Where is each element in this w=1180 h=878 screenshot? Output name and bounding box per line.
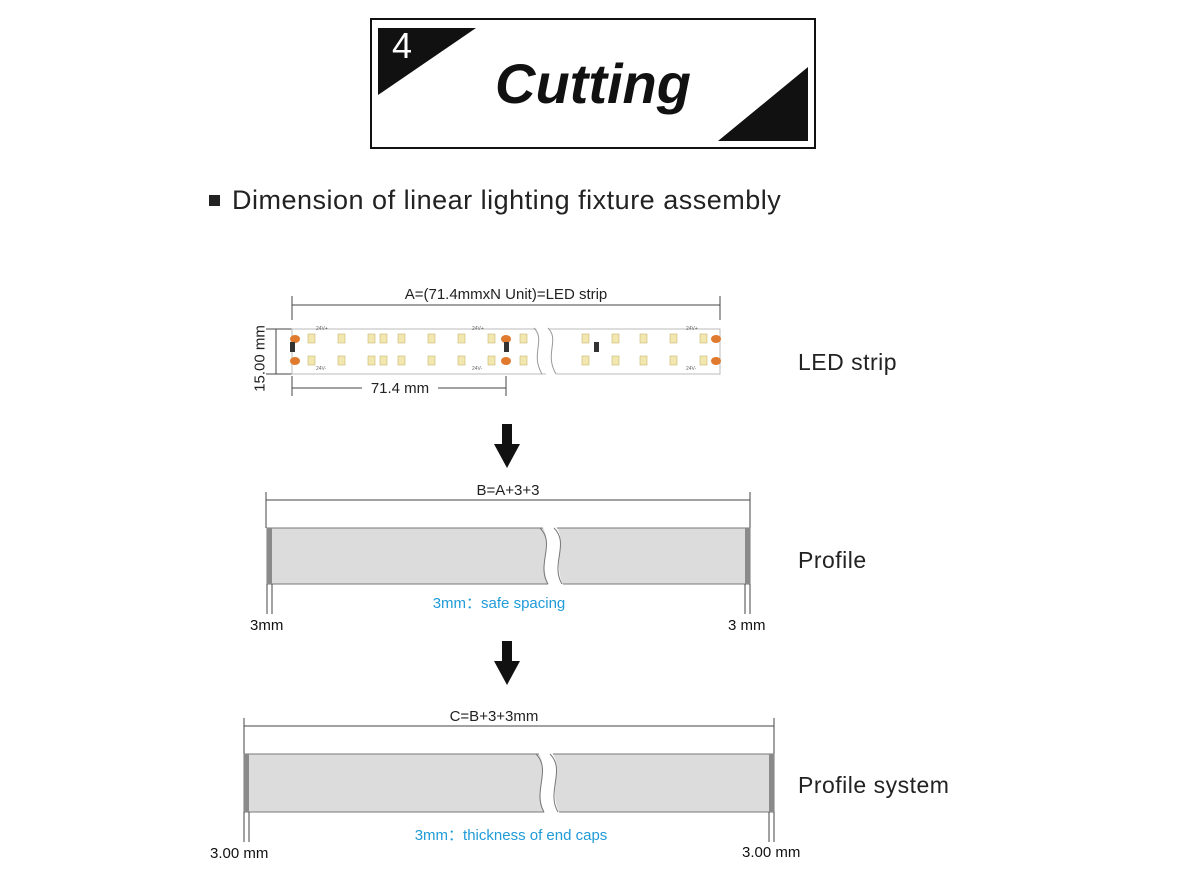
- resistor: [290, 342, 295, 352]
- profile-length-dimension: B=A+3+3: [476, 482, 540, 499]
- strip-label: LED strip: [798, 349, 898, 375]
- led-chip: [699, 333, 708, 344]
- led-chip: [669, 333, 678, 344]
- pcb-marking: 24V-: [472, 366, 483, 372]
- led-chip: [427, 333, 436, 344]
- pcb-marking: 24V-: [316, 366, 327, 372]
- right-end-cap: [769, 754, 774, 812]
- led-chip: [397, 333, 406, 344]
- solder-pad: [711, 357, 721, 365]
- end-cap-thickness-note: 3mm：thickness of end caps: [414, 827, 608, 844]
- profile-label: Profile: [798, 547, 867, 573]
- section-subtitle: Dimension of linear lighting fixture ass…: [232, 185, 782, 215]
- solder-pad: [290, 335, 300, 343]
- profile-right-gap: 3 mm: [728, 617, 766, 634]
- profile-system-left-gap: 3.00 mm: [210, 845, 269, 862]
- led-chip: [367, 355, 376, 366]
- led-chip: [699, 355, 708, 366]
- profile-system-body: [243, 750, 775, 816]
- led-chip: [669, 355, 678, 366]
- profile-safe-spacing-note: 3mm：safe spacing: [432, 595, 566, 612]
- resistor: [504, 342, 509, 352]
- header-bottom-right-triangle: [718, 67, 808, 141]
- led-chip: [397, 355, 406, 366]
- pcb-marking: 24V+: [316, 326, 328, 332]
- led-chip: [457, 333, 466, 344]
- led-chip: [639, 333, 648, 344]
- profile-system-right-gap: 3.00 mm: [742, 844, 801, 861]
- solder-pad: [290, 357, 300, 365]
- led-chip: [379, 355, 388, 366]
- led-chip: [367, 333, 376, 344]
- profile-left-gap: 3mm: [250, 617, 284, 634]
- led-chip: [337, 333, 346, 344]
- bullet-square-icon: [209, 195, 220, 206]
- led-chip: [427, 355, 436, 366]
- header-top-left-triangle: [378, 28, 476, 95]
- pcb-marking: 24V+: [686, 326, 698, 332]
- led-chip: [337, 355, 346, 366]
- led-chip: [487, 355, 496, 366]
- led-chip: [307, 333, 316, 344]
- led-chip: [487, 333, 496, 344]
- profile-right-edge: [745, 528, 750, 584]
- pcb-marking: 24V-: [686, 366, 697, 372]
- led-chip: [611, 355, 620, 366]
- resistor: [594, 342, 599, 352]
- section-title: Cutting: [495, 52, 691, 115]
- step-number: 4: [392, 25, 413, 66]
- solder-pad: [711, 335, 721, 343]
- solder-pad: [501, 335, 511, 343]
- led-chip: [519, 333, 528, 344]
- led-chip: [457, 355, 466, 366]
- led-chip: [639, 355, 648, 366]
- led-chips: [290, 333, 721, 366]
- profile-system-label: Profile system: [798, 772, 950, 798]
- led-chip: [379, 333, 388, 344]
- led-chip: [611, 333, 620, 344]
- down-arrow-icon: [494, 424, 520, 468]
- down-arrow-icon: [494, 641, 520, 685]
- led-chip: [307, 355, 316, 366]
- strip-unit-dimension: 71.4 mm: [370, 380, 430, 397]
- led-chip: [519, 355, 528, 366]
- profile-left-edge: [267, 528, 272, 584]
- led-chip: [581, 355, 590, 366]
- profile-system-length-dimension: C=B+3+3mm: [449, 708, 539, 725]
- left-end-cap: [244, 754, 249, 812]
- strip-length-dimension: A=(71.4mmxN Unit)=LED strip: [404, 286, 608, 303]
- pcb-marking: 24V+: [472, 326, 484, 332]
- solder-pad: [501, 357, 511, 365]
- led-chip: [581, 333, 590, 344]
- profile-body: [266, 524, 751, 588]
